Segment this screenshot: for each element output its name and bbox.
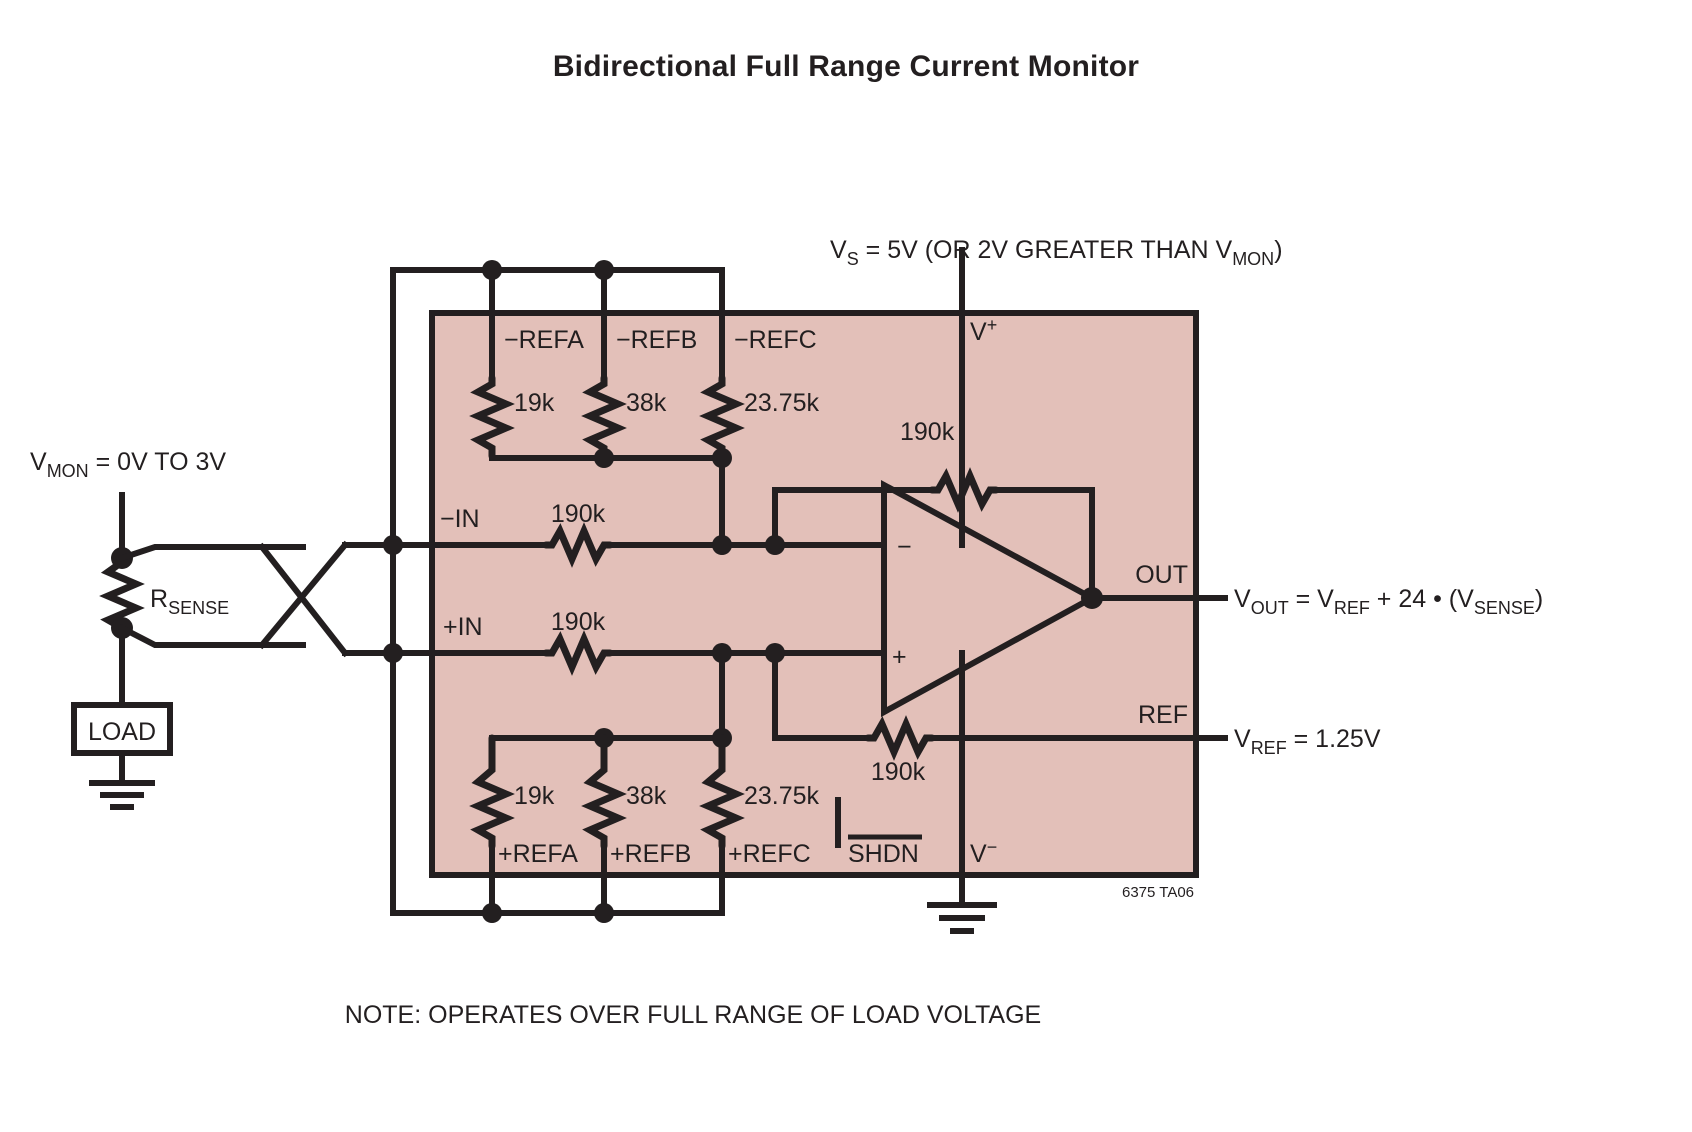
op-amp-noninverting-input-marker: + — [892, 643, 907, 671]
junction-dot-pos-refa-bottom — [482, 903, 502, 923]
pin-label-neg-refa: −REFA — [504, 326, 584, 354]
junction-dot-neg-refb-bottom — [594, 448, 614, 468]
pos-refa-resistor-symbol — [469, 734, 515, 850]
neg-refa-resistor-label: 19k — [514, 389, 555, 417]
pin-label-pos-refb: +REFB — [610, 840, 691, 868]
pin-label-neg-refc: −REFC — [734, 326, 817, 354]
feedback-resistor-label: 190k — [900, 418, 955, 446]
rsense-label: RSENSE — [150, 585, 229, 618]
pos-refa-resistor-label: 19k — [514, 782, 555, 810]
neg-refb-resistor-label: 38k — [626, 389, 667, 417]
part-id-label: 6375 TA06 — [1122, 884, 1194, 901]
neg-in-series-resistor-label: 190k — [551, 500, 606, 528]
pos-refb-resistor-symbol — [581, 734, 627, 850]
op-amp-triangle — [881, 479, 1099, 718]
vref-annotation: VREF = 1.25V — [1234, 725, 1381, 758]
pos-in-series-resistor-symbol — [542, 630, 614, 676]
op-amp-inverting-input-marker: − — [897, 533, 912, 561]
pin-label-out: OUT — [1135, 561, 1188, 589]
rsense-bottom-tap-wire — [117, 623, 306, 648]
neg-refb-resistor-symbol — [581, 374, 627, 460]
pos-refb-resistor-label: 38k — [626, 782, 667, 810]
pin-label-pos-refc: +REFC — [728, 840, 811, 868]
junction-dot-pos-refb-bottom — [594, 903, 614, 923]
junction-dot-inverting-node — [712, 535, 732, 555]
crossover-wire-a — [257, 542, 350, 658]
neg-refc-resistor-label: 23.75k — [744, 389, 820, 417]
ref-divider-resistor-symbol — [864, 715, 936, 761]
ic-package-body — [429, 310, 1199, 878]
neg-in-series-resistor-symbol — [542, 522, 614, 568]
page-title: Bidirectional Full Range Current Monitor — [553, 50, 1139, 83]
vout-annotation: VOUT = VREF + 24 • (VSENSE) — [1234, 585, 1543, 618]
junction-dot-neg-refa-top — [482, 260, 502, 280]
pin-label-neg-in: −IN — [440, 505, 480, 533]
pin-label-ref: REF — [1138, 701, 1188, 729]
neg-refc-resistor-symbol — [699, 374, 745, 460]
pos-refc-resistor-label: 23.75k — [744, 782, 820, 810]
feedback-resistor-symbol — [928, 467, 1000, 513]
neg-refa-resistor-symbol — [469, 374, 515, 460]
crossover-wire-b — [257, 540, 350, 650]
pin-label-neg-refb: −REFB — [616, 326, 697, 354]
vmon-annotation: VMON = 0V TO 3V — [30, 448, 226, 481]
pin-label-shdn: SHDN — [848, 840, 919, 868]
load-label: LOAD — [88, 718, 156, 746]
pin-label-pos-in: +IN — [443, 613, 483, 641]
footer-note: NOTE: OPERATES OVER FULL RANGE OF LOAD V… — [345, 1001, 1041, 1029]
pin-label-vminus: V− — [970, 837, 997, 868]
pin-label-pos-refa: +REFA — [498, 840, 578, 868]
ref-divider-resistor-label: 190k — [871, 758, 926, 786]
pos-refc-resistor-symbol — [699, 734, 745, 850]
load-box — [71, 702, 173, 756]
junction-dot-neg-refb-top — [594, 260, 614, 280]
supply-annotation: VS = 5V (OR 2V GREATER THAN VMON) — [830, 236, 1283, 269]
rsense-top-tap-wire — [118, 544, 306, 562]
pos-in-series-resistor-label: 190k — [551, 608, 606, 636]
pin-label-vplus: V+ — [970, 315, 997, 346]
